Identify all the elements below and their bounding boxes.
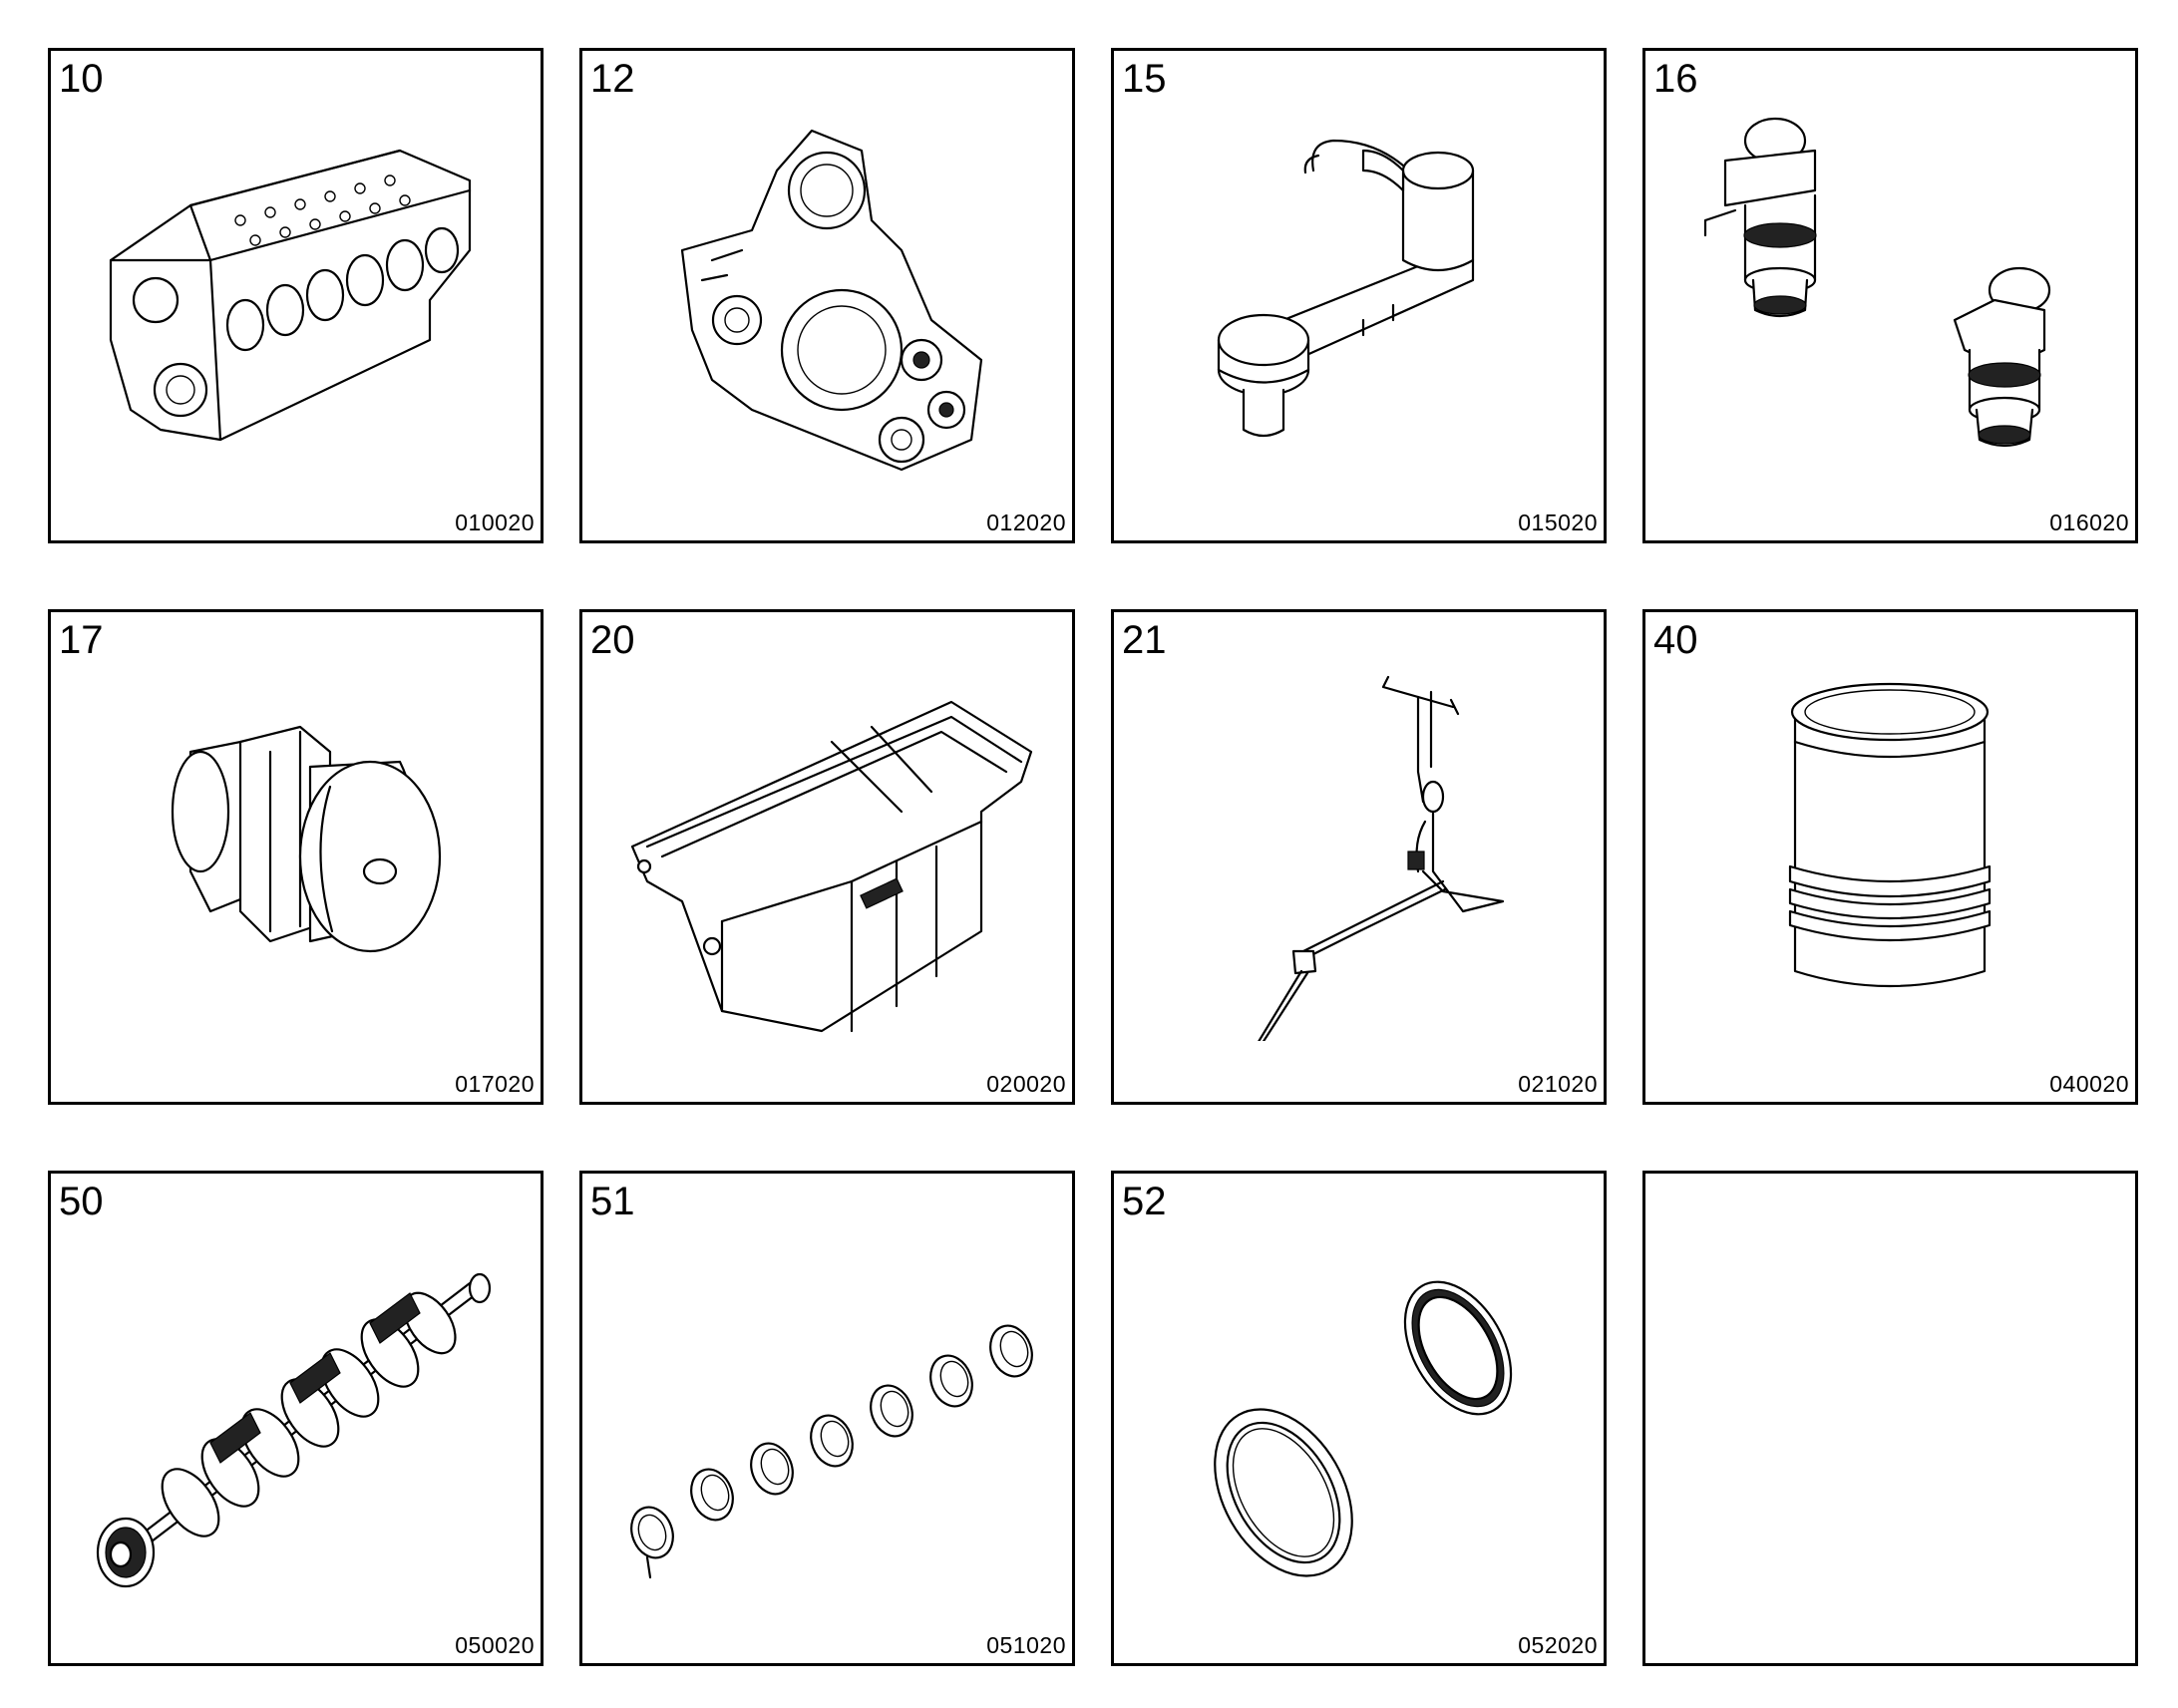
engine-block-icon xyxy=(71,111,520,480)
part-card-20[interactable]: 20 020020 xyxy=(579,609,1075,1105)
part-card-empty xyxy=(1642,1171,2138,1666)
part-number: 21 xyxy=(1122,618,1167,662)
part-number: 20 xyxy=(590,618,635,662)
oil-pipe-icon xyxy=(1134,111,1583,480)
part-code: 010020 xyxy=(455,510,535,535)
parts-grid: 10 xyxy=(48,48,2138,1666)
part-card-15[interactable]: 15 015020 xyxy=(1111,48,1607,543)
part-card-16[interactable]: 16 016020 xyxy=(1642,48,2138,543)
crankshaft-icon xyxy=(71,1233,520,1602)
timing-case-icon xyxy=(602,111,1051,480)
part-card-52[interactable]: 52 052020 xyxy=(1111,1171,1607,1666)
part-number: 52 xyxy=(1122,1180,1167,1223)
thermostat-housing-icon xyxy=(1665,111,2114,480)
part-number: 16 xyxy=(1653,57,1698,101)
part-code: 017020 xyxy=(455,1071,535,1097)
threaded-plug-icon xyxy=(71,672,520,1041)
part-number: 17 xyxy=(59,618,104,662)
part-code: 016020 xyxy=(2049,510,2129,535)
part-number: 12 xyxy=(590,57,635,101)
part-code: 052020 xyxy=(1518,1632,1598,1658)
part-card-21[interactable]: 21 021020 xyxy=(1111,609,1607,1105)
part-card-12[interactable]: 12 012020 xyxy=(579,48,1075,543)
bearing-shells-icon xyxy=(602,1233,1051,1602)
part-card-40[interactable]: 40 040020 xyxy=(1642,609,2138,1105)
part-number: 15 xyxy=(1122,57,1167,101)
part-card-51[interactable]: 51 xyxy=(579,1171,1075,1666)
part-code: 040020 xyxy=(2049,1071,2129,1097)
part-card-50[interactable]: 50 xyxy=(48,1171,544,1666)
oil-pan-icon xyxy=(602,672,1051,1041)
part-number: 51 xyxy=(590,1180,635,1223)
part-code: 012020 xyxy=(986,510,1066,535)
part-number: 50 xyxy=(59,1180,104,1223)
part-code: 015020 xyxy=(1518,510,1598,535)
dipstick-icon xyxy=(1134,672,1583,1041)
cylinder-liner-icon xyxy=(1665,672,2114,1041)
part-number: 40 xyxy=(1653,618,1698,662)
part-code: 051020 xyxy=(986,1632,1066,1658)
part-card-10[interactable]: 10 xyxy=(48,48,544,543)
seal-rings-icon xyxy=(1134,1233,1583,1602)
part-code: 021020 xyxy=(1518,1071,1598,1097)
part-card-17[interactable]: 17 017020 xyxy=(48,609,544,1105)
part-code: 050020 xyxy=(455,1632,535,1658)
part-number: 10 xyxy=(59,57,104,101)
part-code: 020020 xyxy=(986,1071,1066,1097)
